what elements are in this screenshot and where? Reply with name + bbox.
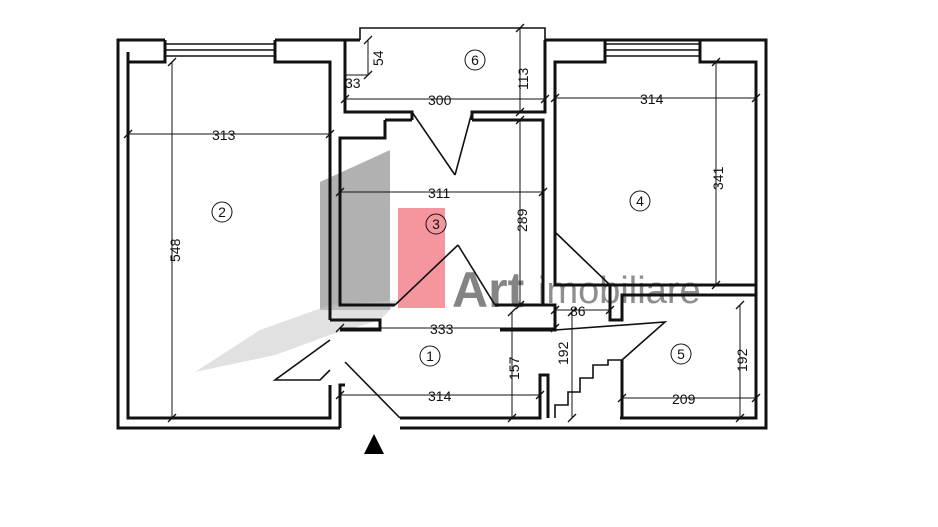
svg-text:4: 4 xyxy=(636,193,644,209)
outer-wall-right xyxy=(620,38,768,430)
svg-text:2: 2 xyxy=(218,204,226,220)
dimension-labels: 313 548 54 33 300 113 314 341 311 289 33… xyxy=(167,50,750,407)
room-5-label: 5 xyxy=(670,343,692,365)
door-swing-room2 xyxy=(272,339,331,381)
entrance-arrow-icon xyxy=(364,434,384,454)
dim-label-548: 548 xyxy=(167,238,183,262)
dim-label-311: 311 xyxy=(428,185,451,201)
door-swing-room5 xyxy=(554,321,668,361)
door-swing-balcony-b xyxy=(454,111,473,176)
room4-wall xyxy=(553,120,756,287)
room-4-label: 4 xyxy=(629,190,651,212)
walls xyxy=(116,27,768,430)
door-swing-room3-b xyxy=(457,244,496,306)
dim-label-33: 33 xyxy=(345,75,361,91)
door-swings xyxy=(272,111,668,419)
door-swing-entrance xyxy=(344,361,401,419)
outer-wall-left xyxy=(116,38,340,430)
bottom-inner-wall xyxy=(400,373,550,420)
stair-steps xyxy=(554,359,622,418)
watermark-logo: Art imobiliare xyxy=(195,150,701,372)
dim-label-341: 341 xyxy=(710,166,726,190)
dim-label-192-right: 192 xyxy=(734,348,750,372)
balcony-wall-right xyxy=(470,40,547,120)
dim-label-314-top: 314 xyxy=(640,91,664,107)
dim-label-113: 113 xyxy=(515,67,531,90)
watermark-red-shape xyxy=(398,208,445,308)
watermark-suffix-text: imobiliare xyxy=(538,270,701,312)
watermark-gray-shape xyxy=(320,150,390,310)
room-2-label: 2 xyxy=(211,201,233,223)
dim-label-333: 333 xyxy=(430,321,454,337)
door-swing-balcony-a xyxy=(411,111,456,176)
dim-label-157: 157 xyxy=(506,356,522,380)
svg-text:1: 1 xyxy=(426,348,434,364)
window-jamb-left-a xyxy=(128,40,167,64)
dim-label-54: 54 xyxy=(370,50,386,66)
room5-wall-top xyxy=(608,285,756,322)
room3-wall-right xyxy=(472,118,545,307)
room-1-label: 1 xyxy=(419,345,441,367)
svg-text:6: 6 xyxy=(471,52,479,68)
dim-label-209: 209 xyxy=(672,391,696,407)
balcony-rail xyxy=(359,27,546,40)
door-jamb-left xyxy=(338,383,345,428)
hall-upper-wall xyxy=(330,318,382,332)
svg-text:3: 3 xyxy=(432,216,440,232)
inner-wall-right xyxy=(620,40,758,420)
dim-label-314-bottom: 314 xyxy=(428,388,452,404)
watermark-brand-text: Art xyxy=(452,262,525,318)
dim-label-300: 300 xyxy=(428,92,452,108)
dim-label-313: 313 xyxy=(212,127,236,143)
wall-room4-left-top xyxy=(545,38,607,120)
watermark-brush-stroke xyxy=(195,300,400,372)
dim-label-289: 289 xyxy=(514,208,530,232)
dimension-lines xyxy=(123,23,761,423)
door-swing-room3 xyxy=(394,244,459,306)
door-swing-room4 xyxy=(554,231,611,286)
balcony-wall-left xyxy=(343,40,414,120)
hall-right-upper xyxy=(500,303,557,332)
inner-wall-left xyxy=(126,52,332,420)
room-3-label: 3 xyxy=(425,213,447,235)
dim-label-192-mid: 192 xyxy=(555,341,571,365)
window-jamb-left-b xyxy=(273,40,332,320)
svg-text:5: 5 xyxy=(677,346,685,362)
room-labels: 1 2 3 4 5 6 xyxy=(211,49,692,367)
room-6-label: 6 xyxy=(464,49,486,71)
room3-wall-left xyxy=(338,120,395,307)
dim-label-86: 86 xyxy=(570,303,586,319)
